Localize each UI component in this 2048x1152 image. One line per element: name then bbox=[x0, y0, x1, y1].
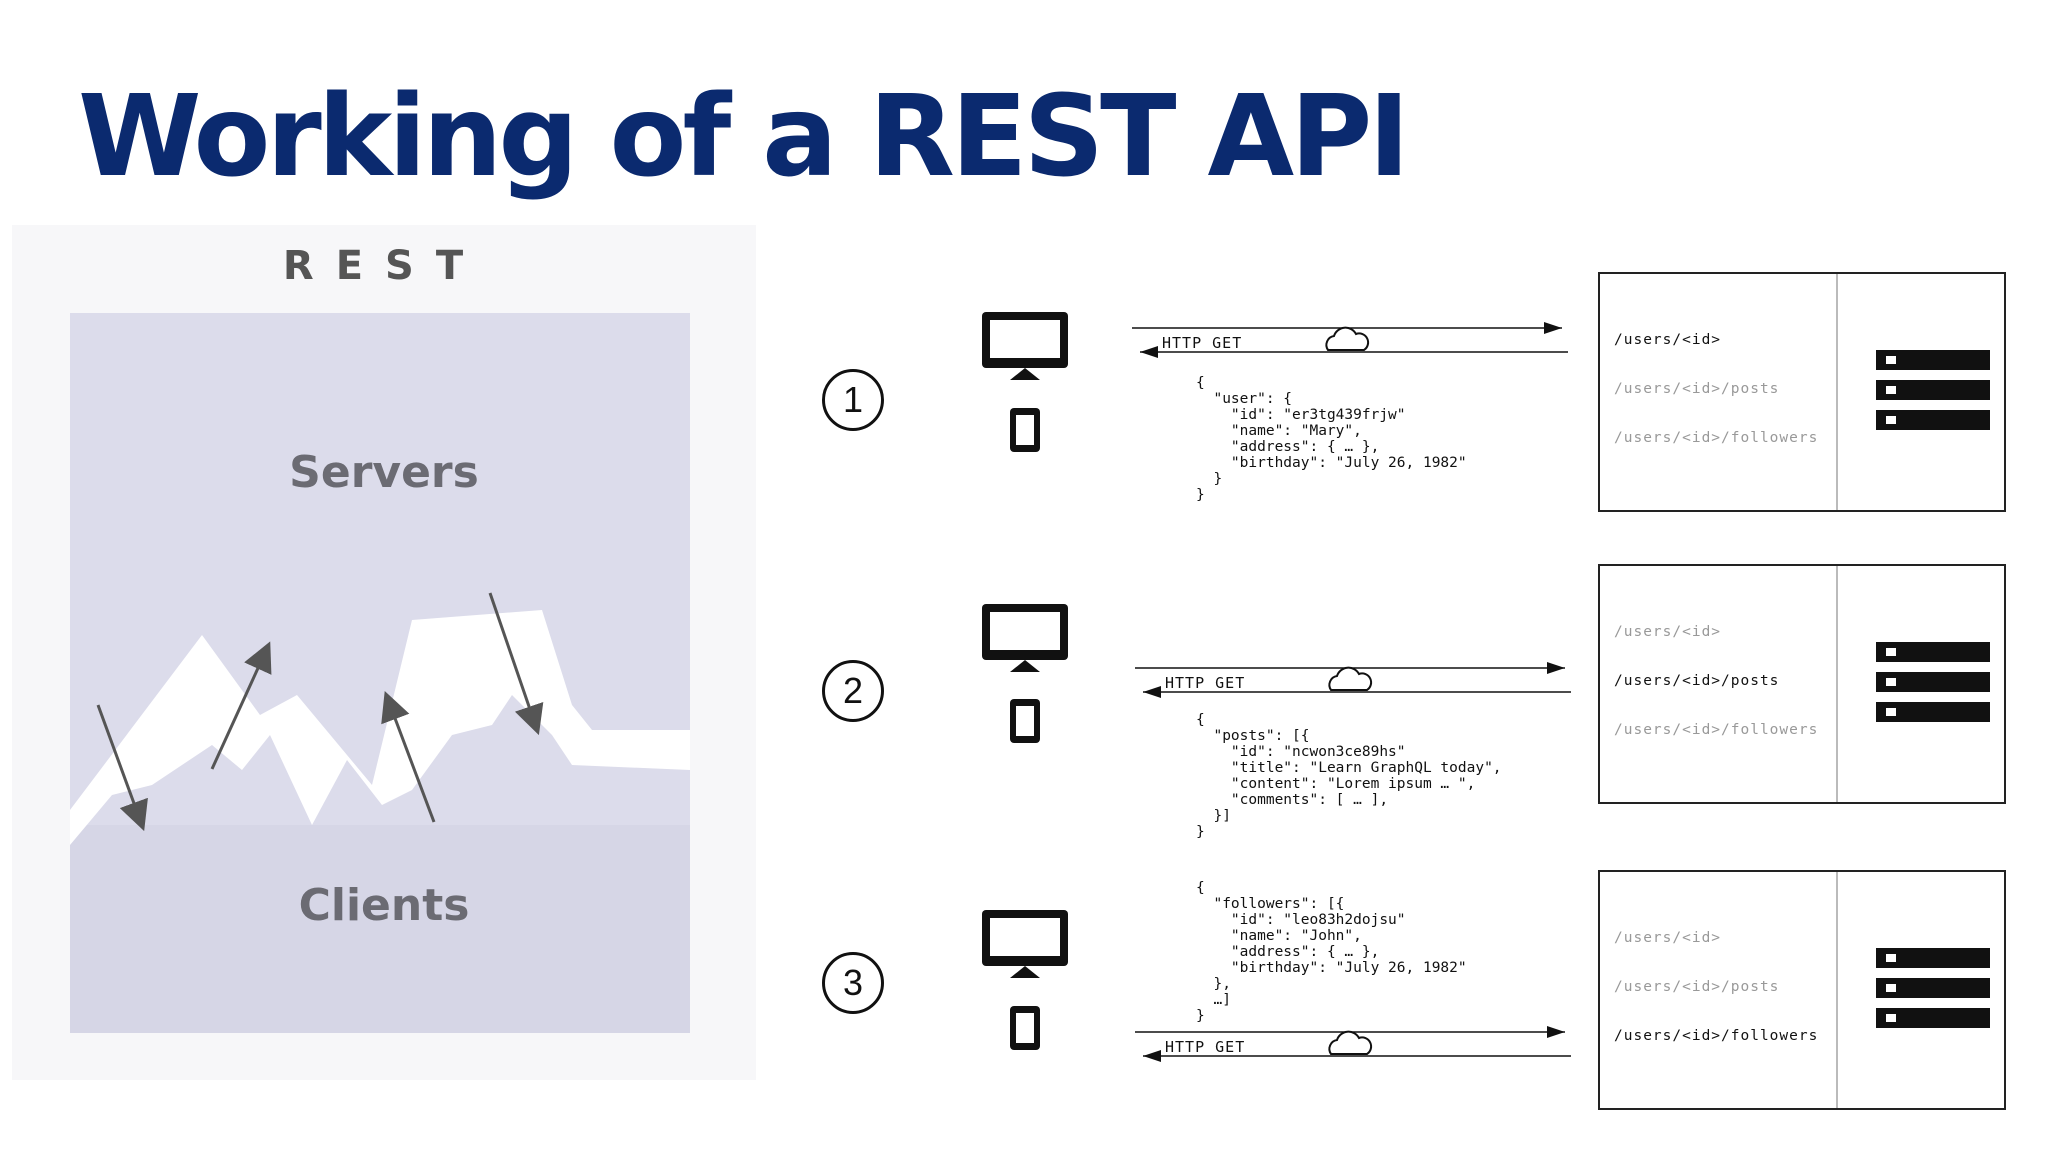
api-routes-box: /users/<id> /users/<id>/posts /users/<id… bbox=[1598, 564, 2006, 804]
api-routes-box: /users/<id> /users/<id>/posts /users/<id… bbox=[1598, 272, 2006, 512]
servers-label: Servers bbox=[289, 447, 479, 498]
rest-heading: REST bbox=[282, 243, 486, 289]
request-arrows bbox=[1135, 662, 1571, 698]
network-lightning-band bbox=[70, 610, 690, 845]
route-posts: /users/<id>/posts bbox=[1614, 673, 1780, 689]
route-user: /users/<id> bbox=[1614, 930, 1722, 946]
cloud-icon bbox=[1328, 666, 1373, 691]
json-response: { "followers": [{ "id": "leo83h2dojsu" "… bbox=[1196, 880, 1467, 1024]
arrow-up-1 bbox=[210, 641, 272, 770]
desktop-monitor-icon bbox=[982, 604, 1068, 672]
route-followers: /users/<id>/followers bbox=[1614, 722, 1819, 738]
arrow-down-2 bbox=[488, 592, 544, 736]
rest-illustration-graphic bbox=[70, 313, 690, 1033]
request-arrows bbox=[1132, 322, 1568, 358]
route-posts: /users/<id>/posts bbox=[1614, 381, 1780, 397]
http-get-label: HTTP GET bbox=[1165, 674, 1246, 692]
rest-illustration: REST Servers Clients bbox=[12, 225, 756, 1080]
arrow-up-2 bbox=[381, 690, 436, 823]
mobile-phone-icon bbox=[1010, 408, 1040, 452]
mobile-phone-icon bbox=[1010, 699, 1040, 743]
step-number-badge: 3 bbox=[822, 952, 884, 1014]
http-get-label: HTTP GET bbox=[1162, 334, 1243, 352]
http-get-label: HTTP GET bbox=[1165, 1038, 1246, 1056]
route-user: /users/<id> bbox=[1614, 624, 1722, 640]
route-followers: /users/<id>/followers bbox=[1614, 1028, 1819, 1044]
route-user: /users/<id> bbox=[1614, 332, 1722, 348]
request-arrows bbox=[1135, 1026, 1571, 1062]
page-title: Working of a REST API bbox=[78, 72, 1410, 202]
clients-label: Clients bbox=[298, 880, 470, 931]
desktop-monitor-icon bbox=[982, 312, 1068, 380]
cloud-icon bbox=[1325, 326, 1370, 351]
json-response: { "user": { "id": "er3tg439frjw" "name":… bbox=[1196, 375, 1467, 503]
route-posts: /users/<id>/posts bbox=[1614, 979, 1780, 995]
route-followers: /users/<id>/followers bbox=[1614, 430, 1819, 446]
arrow-down-1 bbox=[96, 704, 148, 832]
step-number-badge: 2 bbox=[822, 660, 884, 722]
api-routes-box: /users/<id> /users/<id>/posts /users/<id… bbox=[1598, 870, 2006, 1110]
server-rack-icon bbox=[1876, 948, 1990, 1028]
mobile-phone-icon bbox=[1010, 1006, 1040, 1050]
cloud-icon bbox=[1328, 1030, 1373, 1055]
server-rack-icon bbox=[1876, 350, 1990, 430]
step-number-badge: 1 bbox=[822, 369, 884, 431]
desktop-monitor-icon bbox=[982, 910, 1068, 978]
server-rack-icon bbox=[1876, 642, 1990, 722]
json-response: { "posts": [{ "id": "ncwon3ce89hs" "titl… bbox=[1196, 712, 1502, 840]
